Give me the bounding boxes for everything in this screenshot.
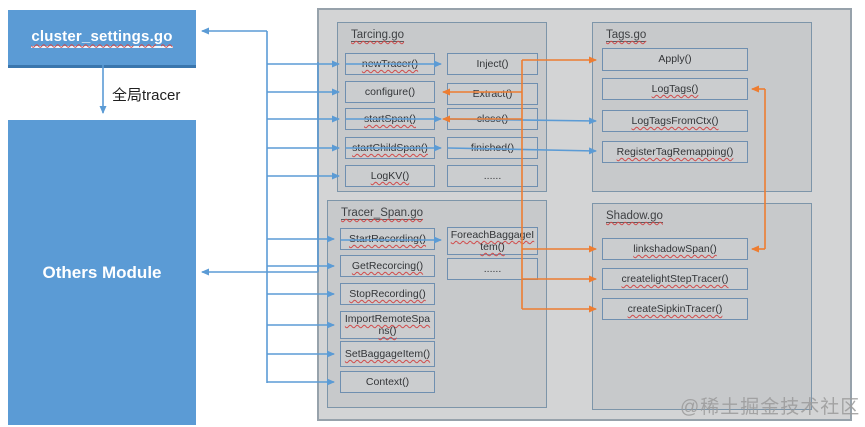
fn-context: Context() <box>340 371 435 393</box>
fn-setbaggageitem: SetBaggageItem() <box>340 341 435 367</box>
fn-inject: Inject() <box>447 53 538 75</box>
fn-label: LogTagsFromCtx() <box>631 114 719 127</box>
fn-logtags: LogTags() <box>602 78 748 100</box>
fn-label: startChildSpan() <box>352 141 428 154</box>
group-tracer-span-title: Tracer_Span.go <box>341 207 424 220</box>
fn-startspan: startSpan() <box>345 108 435 130</box>
fn-finished: finished() <box>447 137 538 159</box>
fn-label: newTracer() <box>361 57 419 70</box>
fn-label: RegisterTagRemapping() <box>616 145 734 158</box>
fn-label: GetRecorcing() <box>351 259 424 272</box>
fn-startrecording: StartRecording() <box>340 228 435 250</box>
group-tracing-title: Tarcing.go <box>351 29 405 42</box>
fn-label: finished() <box>470 141 515 154</box>
group-tags-title: Tags.go <box>606 29 647 42</box>
fn-logtagsfromctx: LogTagsFromCtx() <box>602 110 748 132</box>
fn-registertagremapping: RegisterTagRemapping() <box>602 141 748 163</box>
cluster-settings-label: cluster_settings.go <box>31 28 173 48</box>
fn-label: linkshadowSpan() <box>633 242 717 255</box>
fn-label: ...... <box>483 169 502 182</box>
fn-getrecorcing: GetRecorcing() <box>340 255 435 277</box>
fn-configure: configure() <box>345 81 435 103</box>
group-shadow-title: Shadow.go <box>606 210 663 223</box>
fn-label: startSpan() <box>364 112 416 125</box>
fn-label: Extract() <box>472 87 513 100</box>
fn-close: close() <box>447 108 538 130</box>
fn-label: LogKV() <box>370 169 410 182</box>
cluster-settings-box: cluster_settings.go <box>8 10 196 68</box>
fn-stoprecording: StopRecording() <box>340 283 435 305</box>
fn-label: createlightStepTracer() <box>621 272 729 285</box>
fn-label: configure() <box>364 85 416 98</box>
fn-label: Apply() <box>658 53 692 66</box>
fn-tracerspan-more: ...... <box>447 258 538 280</box>
fn-label: close() <box>476 112 509 125</box>
fn-extract: Extract() <box>447 83 538 105</box>
fn-foreachbaggageitem: ForeachBaggageItem() <box>447 227 538 255</box>
fn-label: Context() <box>365 375 410 388</box>
others-module-label: Others Module <box>42 262 162 282</box>
fn-label: Inject() <box>476 57 509 70</box>
fn-linkshadowspan: linkshadowSpan() <box>602 238 748 260</box>
fn-label: LogTags() <box>651 82 699 95</box>
fn-createlightsteptracer: createlightStepTracer() <box>602 268 748 290</box>
fn-tracing-more: ...... <box>447 165 538 187</box>
others-module-box: Others Module <box>8 120 196 425</box>
fn-label: ImportRemoteSpans() <box>344 312 431 337</box>
site-watermark: @稀土掘金技术社区 <box>680 397 861 418</box>
fn-label: SetBaggageItem() <box>344 347 431 360</box>
group-tracing: Tarcing.go <box>337 22 547 192</box>
fn-label: ForeachBaggageItem() <box>450 228 535 253</box>
fn-importremotespans: ImportRemoteSpans() <box>340 311 435 339</box>
global-tracer-label: 全局tracer <box>112 87 181 104</box>
fn-label: StartRecording() <box>348 232 427 245</box>
fn-label: ...... <box>483 262 502 275</box>
fn-startchildspan: startChildSpan() <box>345 137 435 159</box>
fn-logkv: LogKV() <box>345 165 435 187</box>
fn-label: createSipkinTracer() <box>627 302 723 315</box>
fn-createsipkintracer: createSipkinTracer() <box>602 298 748 320</box>
fn-newtracer: newTracer() <box>345 53 435 75</box>
fn-apply: Apply() <box>602 48 748 71</box>
fn-label: StopRecording() <box>349 287 426 300</box>
